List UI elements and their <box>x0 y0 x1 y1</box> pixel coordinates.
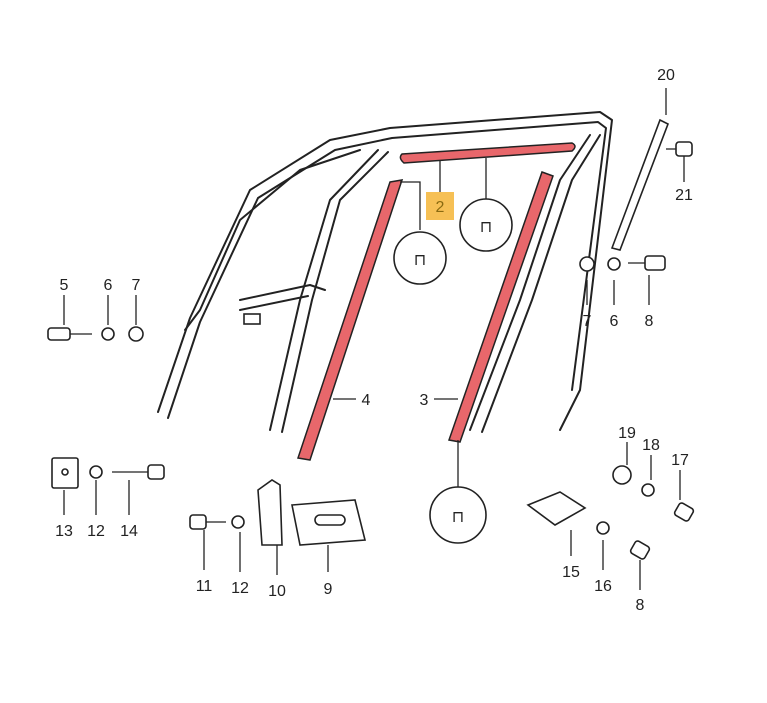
part-label-9[interactable]: 9 <box>324 581 333 598</box>
seal-part-4[interactable] <box>297 179 404 461</box>
svg-text:⊓: ⊓ <box>414 252 426 269</box>
part-label-17[interactable]: 17 <box>671 452 689 469</box>
part-label-4[interactable]: 4 <box>362 392 371 409</box>
leader-lines <box>63 88 685 590</box>
part-label-3[interactable]: 3 <box>420 392 429 409</box>
part-label-15[interactable]: 15 <box>562 564 580 581</box>
part-label-2[interactable]: 2 <box>436 199 445 216</box>
seal-part-2-top[interactable] <box>399 142 576 164</box>
callout-circles: ⊓ ⊓ ⊓ <box>393 198 513 544</box>
seal-part-3[interactable] <box>448 171 554 443</box>
part-label-6[interactable]: 6 <box>610 313 619 330</box>
part-label-10[interactable]: 10 <box>268 583 286 600</box>
hardware-parts <box>47 118 695 560</box>
part-label-14[interactable]: 14 <box>120 523 138 540</box>
part-label-21[interactable]: 21 <box>675 187 693 204</box>
part-label-13[interactable]: 13 <box>55 523 73 540</box>
part-label-19[interactable]: 19 <box>618 425 636 442</box>
part-label-20[interactable]: 20 <box>657 67 675 84</box>
part-label-6[interactable]: 6 <box>104 277 113 294</box>
part-label-5[interactable]: 5 <box>60 277 69 294</box>
part-label-8[interactable]: 8 <box>645 313 654 330</box>
part-label-8[interactable]: 8 <box>636 597 645 614</box>
part-label-12[interactable]: 12 <box>87 523 105 540</box>
part-label-11[interactable]: 11 <box>196 578 213 595</box>
part-label-7[interactable]: 7 <box>583 313 592 330</box>
part-label-18[interactable]: 18 <box>642 437 660 454</box>
svg-text:⊓: ⊓ <box>480 219 492 236</box>
svg-text:⊓: ⊓ <box>452 509 464 526</box>
window-frame <box>157 111 613 433</box>
highlight-part-2[interactable] <box>426 192 454 220</box>
part-label-7[interactable]: 7 <box>132 277 141 294</box>
part-labels: 20 21 5 6 7 7 6 8 4 3 19 18 17 13 12 14 … <box>55 67 693 614</box>
part-label-16[interactable]: 16 <box>594 578 612 595</box>
part-label-12[interactable]: 12 <box>231 580 249 597</box>
